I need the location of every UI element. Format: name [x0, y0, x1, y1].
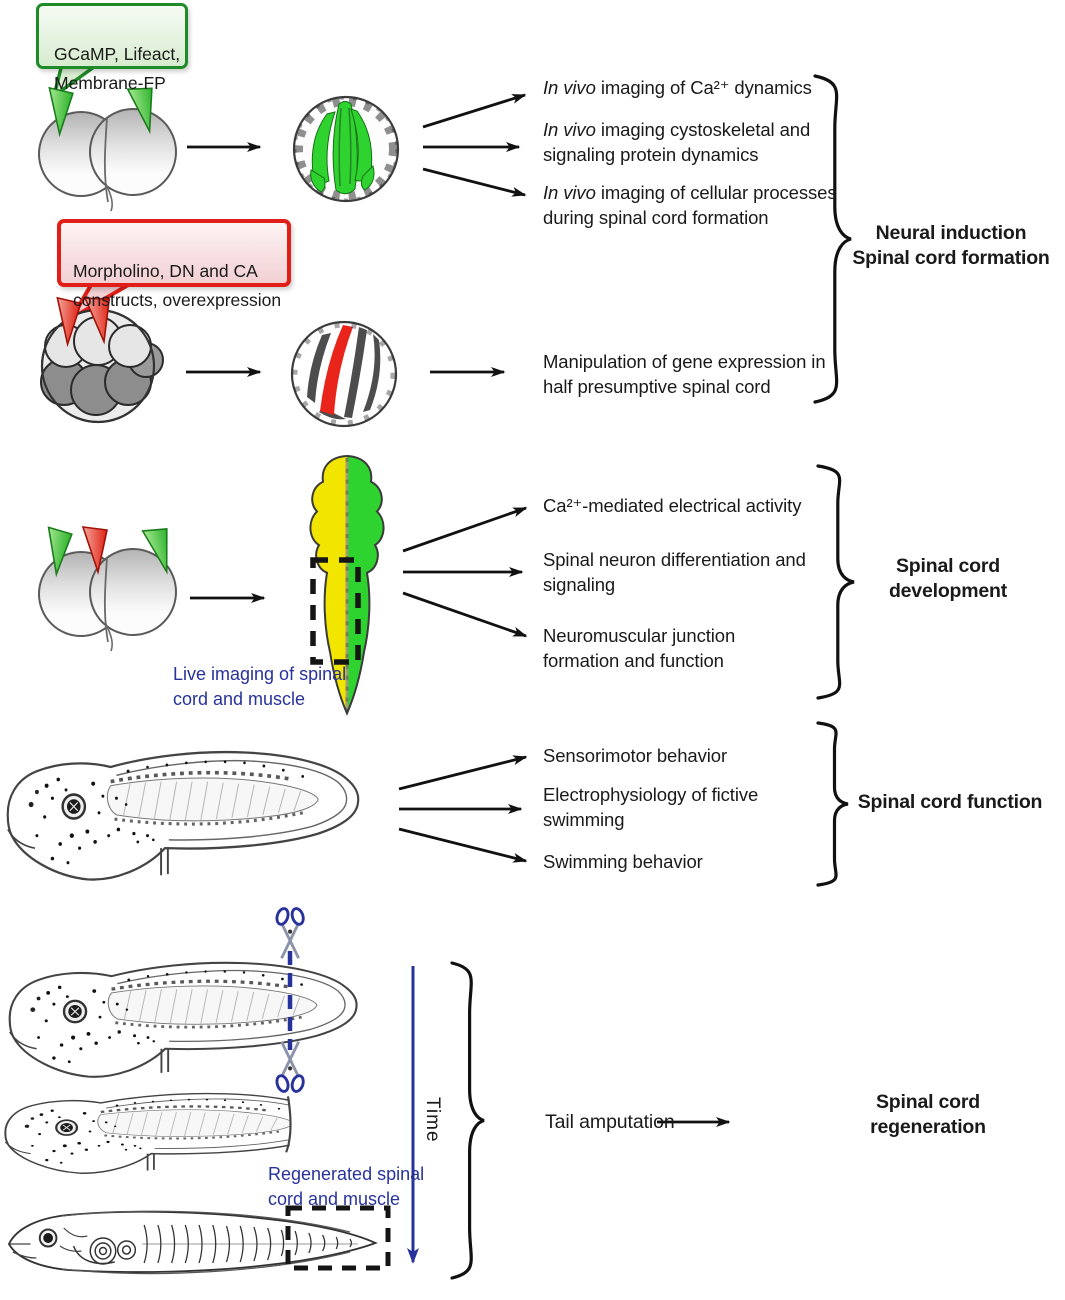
- grouping-braces: [450, 74, 855, 1280]
- label-spinal-cord-function: Spinal cord function: [857, 791, 1043, 813]
- red-injection-label: Morpholino, DN and CA constructs, overex…: [73, 260, 282, 310]
- tadpole-side-view: [5, 750, 361, 882]
- invivo-italic: In vivo: [543, 119, 596, 140]
- red-injection-bubble: Morpholino, DN and CA constructs, overex…: [57, 219, 291, 310]
- imaging-region-dashed-box: [310, 557, 361, 665]
- outcome-invivo-ca: In vivo imaging of Ca²⁺ dynamics: [543, 76, 873, 101]
- two-cell-embryo-mixed: [38, 525, 177, 652]
- invivo-italic: In vivo: [543, 182, 596, 203]
- tadpole-amputated: [3, 1091, 292, 1175]
- outcome-text: imaging cystoskeletal and signaling prot…: [543, 119, 811, 165]
- outcome-sensorimotor: Sensorimotor behavior: [543, 745, 728, 766]
- tadpole-regenerated-larva: [7, 1210, 377, 1275]
- outcome-swimming: Swimming behavior: [543, 851, 703, 872]
- green-injection-bubble: GCaMP, Lifeact, Membrane-FP: [36, 3, 188, 93]
- outcome-neuron-differentiation: Spinal neuron differentiation and signal…: [543, 549, 806, 595]
- outcome-invivo-cytoskeletal: In vivo imaging cystoskeletal and signal…: [543, 118, 845, 167]
- regenerated-annotation: Regenerated spinal cord and muscle: [268, 1164, 425, 1210]
- flow-arrows: [186, 93, 731, 1127]
- tadpole-before-amputation: [8, 961, 359, 1079]
- outcome-text: imaging of Ca²⁺ dynamics: [595, 77, 812, 98]
- outcome-invivo-cellular: In vivo imaging of cellular processes du…: [543, 181, 878, 230]
- label-spinal-cord-development: Spinal cord development: [888, 555, 1008, 602]
- label-neural-induction: Neural induction Spinal cord formation: [852, 222, 1050, 269]
- outcome-ca-electrical: Ca²⁺-mediated electrical activity: [543, 495, 802, 516]
- label-spinal-cord-regeneration: Spinal cord regeneration: [870, 1091, 986, 1138]
- gastrula-red-stripe-embryo: [290, 320, 398, 428]
- outcome-gene-manipulation: Manipulation of gene expression in half …: [543, 351, 826, 397]
- green-neurula-embryo: [292, 95, 400, 203]
- two-cell-embryo-green: [38, 84, 177, 212]
- time-axis-label: Time: [422, 1097, 443, 1143]
- tailbud-embryo-yellow-green: [309, 454, 385, 716]
- outcome-nmj: Neuromuscular junction formation and fun…: [543, 625, 736, 671]
- invivo-italic: In vivo: [543, 77, 596, 98]
- green-injection-label: GCaMP, Lifeact, Membrane-FP: [54, 43, 181, 93]
- regenerated-region-dashed-box: [285, 1205, 391, 1271]
- action-tail-amputation: Tail amputation: [545, 1111, 675, 1133]
- outcome-text: imaging of cellular processes during spi…: [543, 182, 837, 228]
- outcome-electrophysiology: Electrophysiology of fictive swimming: [543, 784, 759, 830]
- live-imaging-annotation: Live imaging of spinal cord and muscle: [173, 664, 347, 710]
